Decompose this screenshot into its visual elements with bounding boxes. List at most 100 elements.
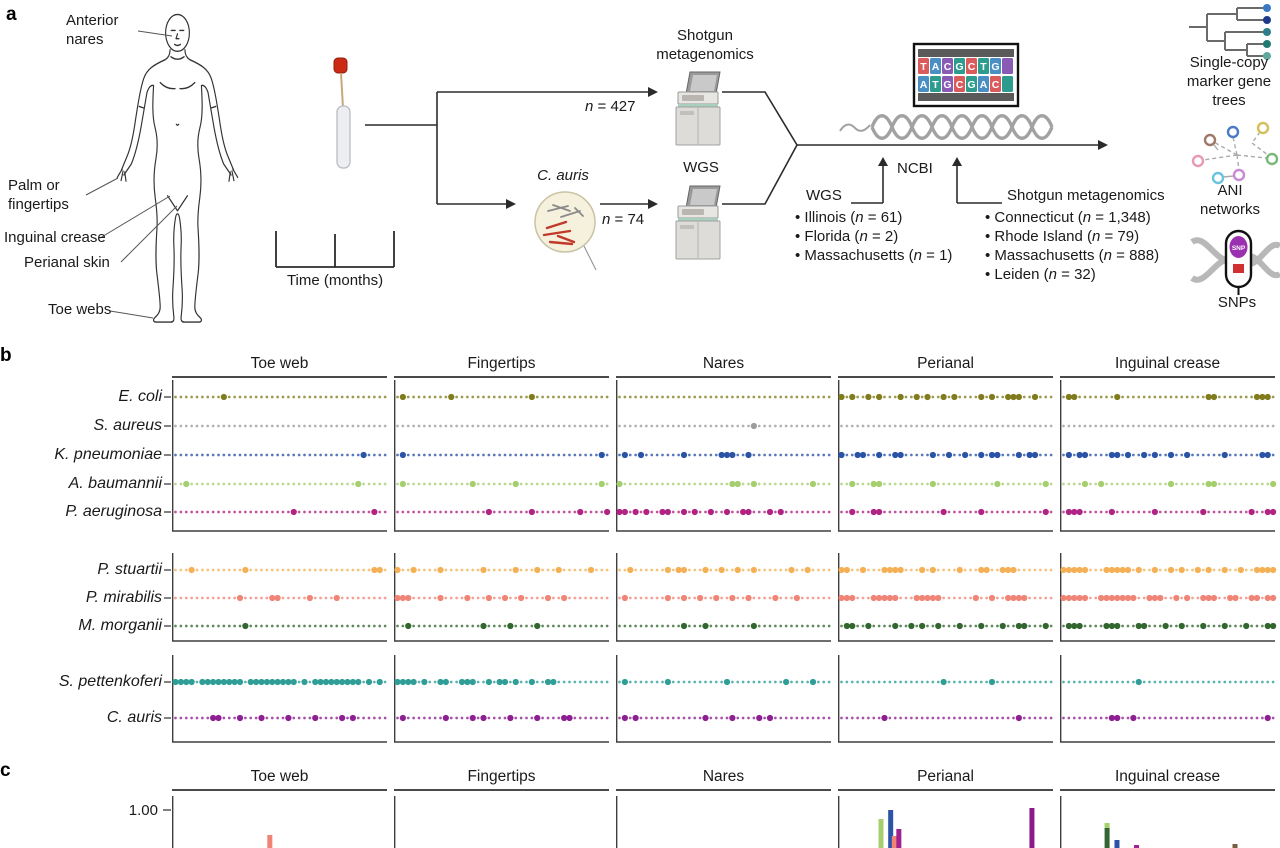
abundance-bar <box>1232 844 1238 848</box>
species-dot-row <box>618 714 831 722</box>
panel-b-facet-header-1: Fingertips <box>394 354 609 378</box>
sequence-tile <box>930 76 941 92</box>
meta-source-item: • Massachusetts (n = 888) <box>985 247 1160 264</box>
species-dot-row <box>174 566 387 574</box>
species-dot-row <box>840 622 1053 630</box>
c-auris-label: C. auris <box>537 167 589 184</box>
tree-tip-dot <box>1263 40 1271 48</box>
meta-sources-list: • Connecticut (n = 1,348)• Rhode Island … <box>985 208 1159 284</box>
panel-b-facet-header-2: Nares <box>616 354 831 378</box>
species-label: C. auris <box>106 709 162 726</box>
svg-text:G: G <box>991 61 999 73</box>
abundance-bar <box>896 829 902 848</box>
species-dot-row <box>174 480 387 488</box>
species-dot-row <box>174 594 387 602</box>
species-label: A. baumannii <box>68 475 162 492</box>
svg-text:A: A <box>980 79 988 91</box>
svg-text:G: G <box>955 61 963 73</box>
sequence-tile <box>978 58 989 74</box>
svg-text:C: C <box>956 79 964 91</box>
sequence-tile <box>942 76 953 92</box>
species-dot-row <box>618 678 831 686</box>
abundance-bar <box>888 810 894 848</box>
species-dot-row <box>840 714 1053 722</box>
abundance-bar <box>891 836 897 848</box>
sequence-tile <box>966 58 977 74</box>
body-face <box>170 29 185 47</box>
tree-tip-dot <box>1263 4 1271 12</box>
label-inguinal-crease: Inguinal crease <box>4 229 106 246</box>
panel-b-facet-header-0: Toe web <box>172 354 387 378</box>
species-dot-row <box>174 622 387 630</box>
svg-text:T: T <box>932 79 939 91</box>
label-palm-fingertips: Palm or fingertips <box>8 177 69 213</box>
petri-dish-icon <box>534 191 597 271</box>
species-label: P. aeruginosa <box>65 503 162 520</box>
panel-c-letter: c <box>0 760 11 781</box>
ani-node <box>1211 171 1225 185</box>
species-dot-row <box>1060 594 1277 602</box>
ani-network-icon <box>1191 121 1279 185</box>
panel-b-facet-header-3: Perianal <box>838 354 1053 378</box>
n74-label: n = 74 <box>602 211 645 228</box>
wgs-source-item: • Florida (n = 2) <box>795 228 899 245</box>
ncbi-label: NCBI <box>897 160 933 177</box>
species-label: P. stuartii <box>97 561 162 578</box>
svg-text:A: A <box>932 61 940 73</box>
species-dot-row <box>616 480 831 488</box>
label-anterior-nares: Anterior nares <box>66 12 119 48</box>
species-dot-row <box>1062 451 1275 459</box>
species-dot-row <box>838 566 1053 574</box>
species-dot-row <box>396 714 609 722</box>
sequence-tile <box>966 76 977 92</box>
human-body-diagram <box>116 13 239 323</box>
species-label: M. morganii <box>78 617 162 634</box>
species-dot-row <box>396 480 609 488</box>
ani-node <box>1256 121 1270 135</box>
species-dot-row <box>172 678 387 686</box>
species-dot-row <box>1062 393 1275 401</box>
species-dot-row <box>838 451 1053 459</box>
time-axis-bracket <box>275 231 395 268</box>
species-dot-row <box>838 594 1053 602</box>
svg-text:G: G <box>943 79 951 91</box>
sequence-tile <box>1002 58 1013 74</box>
species-dot-row <box>1062 714 1275 722</box>
tree-output-label: Single-copy marker gene trees <box>1186 54 1272 109</box>
species-label: P. mirabilis <box>85 589 162 606</box>
panel-c-facet-header-2: Nares <box>616 767 831 791</box>
species-dot-row <box>618 566 831 574</box>
species-dot-row <box>618 594 831 602</box>
meta-source-item: • Connecticut (n = 1,348) <box>985 209 1151 226</box>
species-dot-row <box>1062 424 1275 428</box>
species-dot-row <box>394 594 609 602</box>
ani-node <box>1191 154 1205 168</box>
species-dot-row <box>618 622 831 630</box>
panel-b-facet-header-4: Inguinal crease <box>1060 354 1275 378</box>
body-hands <box>116 168 239 182</box>
abundance-bar <box>267 835 273 848</box>
svg-text:C: C <box>992 79 1000 91</box>
panel-c-facet-header-4: Inguinal crease <box>1060 767 1275 791</box>
abundance-bar <box>1104 823 1110 829</box>
svg-text:C: C <box>968 61 976 73</box>
species-dot-row <box>396 622 609 630</box>
workflow-arrowheads <box>506 87 1108 209</box>
body-head <box>165 13 190 53</box>
species-dot-row <box>1060 566 1277 574</box>
dna-helix-icon <box>839 114 1054 140</box>
snp-icon: SNP <box>1190 229 1280 295</box>
sequence-tile <box>942 58 953 74</box>
sequence-tile <box>990 58 1001 74</box>
panel-b-plot <box>164 380 1277 743</box>
body-label-pointers <box>85 30 178 319</box>
sequence-tile <box>954 58 965 74</box>
svg-text:C: C <box>944 61 952 73</box>
body-details <box>138 56 217 212</box>
species-dot-row <box>174 508 387 516</box>
workflow-lines <box>365 91 1098 205</box>
species-dot-row <box>1062 480 1277 488</box>
